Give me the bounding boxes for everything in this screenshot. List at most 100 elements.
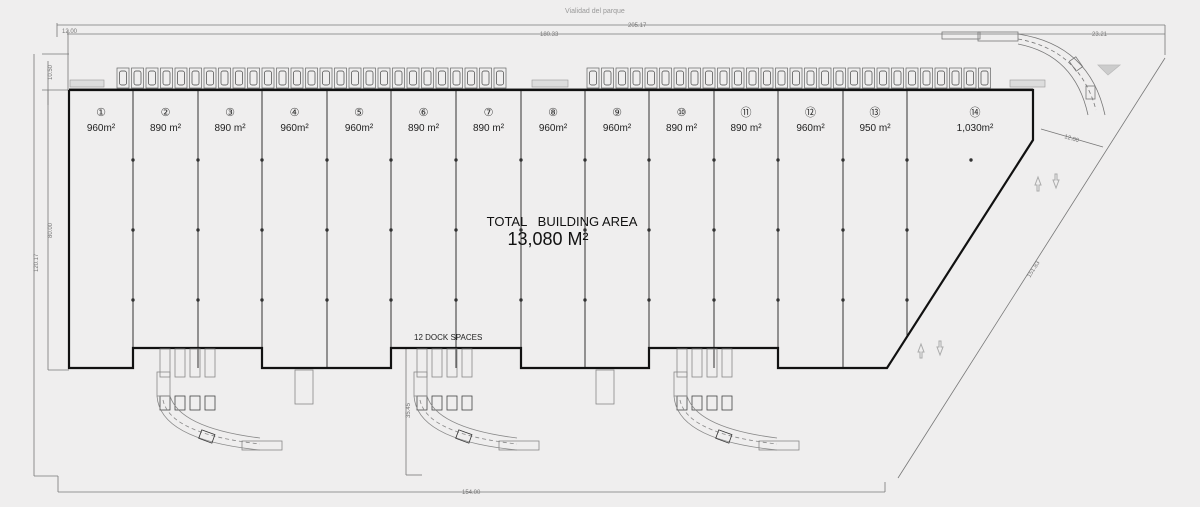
column-marker bbox=[260, 298, 264, 302]
car-icon bbox=[322, 70, 330, 86]
car-icon bbox=[467, 70, 475, 86]
traffic-arrows bbox=[917, 173, 1060, 359]
unit-area: 960m² bbox=[796, 123, 825, 134]
car-icon bbox=[336, 70, 345, 86]
planter bbox=[1009, 79, 1046, 88]
truck-trailer bbox=[156, 371, 171, 397]
turning-path bbox=[426, 395, 518, 439]
parking-rows bbox=[69, 67, 1046, 90]
car-icon bbox=[394, 70, 403, 86]
column-marker bbox=[325, 298, 329, 302]
column-marker bbox=[454, 298, 458, 302]
unit-number: ⑭ bbox=[970, 106, 981, 119]
parking-stall bbox=[615, 67, 629, 89]
parking-stall bbox=[232, 67, 246, 89]
parking-stall bbox=[862, 67, 875, 89]
unit-area: 890 m² bbox=[730, 123, 762, 134]
truck-icon bbox=[706, 395, 718, 411]
car-icon bbox=[409, 70, 417, 86]
parking-stall bbox=[847, 67, 861, 89]
column-marker bbox=[712, 158, 716, 162]
ramp-pad bbox=[294, 369, 314, 405]
unit-number: ⑧ bbox=[548, 107, 558, 119]
unit-number: ⑬ bbox=[870, 106, 881, 119]
car-icon bbox=[951, 70, 960, 86]
column-marker bbox=[519, 228, 523, 232]
dim-bottom-width: 154.00 bbox=[462, 490, 481, 496]
column-marker bbox=[905, 298, 909, 302]
column-marker bbox=[196, 298, 200, 302]
truck-icon bbox=[431, 395, 443, 411]
unit-number: ⑤ bbox=[354, 107, 364, 119]
planter bbox=[69, 79, 105, 88]
building-outline bbox=[67, 88, 1035, 370]
unit-area: 890 m² bbox=[408, 123, 440, 134]
dim-parking-depth: 10.50 bbox=[48, 64, 54, 80]
turning-path bbox=[679, 399, 778, 445]
parking-stall bbox=[949, 67, 962, 89]
column-marker bbox=[583, 228, 587, 232]
parking-stall bbox=[760, 67, 774, 89]
column-marker bbox=[389, 298, 393, 302]
car-icon bbox=[690, 70, 699, 86]
column-marker bbox=[841, 228, 845, 232]
dim-left-offset: 12.00 bbox=[62, 29, 78, 35]
car-icon bbox=[249, 70, 258, 86]
truck-icon bbox=[174, 395, 186, 411]
dock-areas bbox=[156, 348, 800, 451]
car-icon bbox=[806, 70, 815, 86]
car-icon bbox=[792, 70, 800, 86]
column-marker bbox=[647, 298, 651, 302]
parking-stall bbox=[174, 67, 188, 89]
column-marker bbox=[647, 158, 651, 162]
parking-stall bbox=[688, 67, 701, 89]
unit-number: ③ bbox=[225, 107, 235, 119]
unit-number: ⑩ bbox=[677, 107, 687, 119]
car-icon bbox=[235, 70, 243, 86]
unit-number: ⑥ bbox=[419, 107, 429, 119]
parking-stall bbox=[334, 67, 347, 89]
parking-stall bbox=[978, 67, 991, 89]
dock-lane bbox=[159, 348, 171, 378]
parking-stall bbox=[450, 67, 463, 89]
unit-area: 890 m² bbox=[150, 123, 182, 134]
parking-stall bbox=[833, 67, 846, 89]
entrance-ramp bbox=[941, 31, 1122, 116]
unit-area: 960m² bbox=[603, 123, 632, 134]
parking-stall bbox=[876, 67, 890, 89]
car-icon bbox=[452, 70, 461, 86]
column-marker bbox=[196, 228, 200, 232]
car-icon bbox=[879, 70, 887, 86]
parking-stall bbox=[116, 67, 130, 89]
column-marker bbox=[454, 228, 458, 232]
parking-stall bbox=[818, 67, 832, 89]
column-marker bbox=[776, 228, 780, 232]
turning-path bbox=[419, 399, 518, 445]
car-icon bbox=[835, 70, 844, 86]
car-icon bbox=[177, 70, 185, 86]
column-marker bbox=[131, 158, 135, 162]
parking-stall bbox=[406, 67, 420, 89]
truck-icon bbox=[715, 429, 733, 444]
truck-icon bbox=[446, 395, 458, 411]
unit-number: ⑨ bbox=[612, 107, 622, 119]
dim-inner-width: 180.33 bbox=[540, 32, 559, 38]
parking-stall bbox=[392, 67, 405, 89]
ramp-pad bbox=[595, 369, 615, 405]
car-icon bbox=[119, 70, 127, 86]
dock-lane bbox=[174, 348, 186, 378]
parking-stall bbox=[348, 67, 362, 89]
parking-stall bbox=[479, 67, 492, 89]
truck-trailer bbox=[413, 371, 428, 397]
parking-stall bbox=[746, 67, 759, 89]
parking-stall bbox=[276, 67, 289, 89]
unit-area: 960m² bbox=[87, 123, 116, 134]
car-icon bbox=[162, 70, 171, 86]
car-icon bbox=[603, 70, 612, 86]
car-icon bbox=[908, 70, 916, 86]
parking-stall bbox=[464, 67, 478, 89]
truck-trailer bbox=[673, 371, 688, 397]
car-icon bbox=[661, 70, 670, 86]
parking-stall bbox=[920, 67, 933, 89]
